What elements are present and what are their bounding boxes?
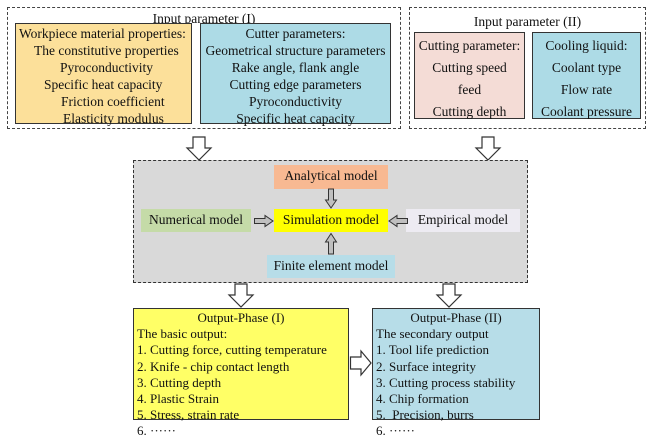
output-phase-2-box: Output-Phase (II) The secondary output 1… [372, 308, 540, 438]
cutter-item: Rake angle, flank angle [231, 60, 360, 75]
output-item: 2. Surface integrity [376, 358, 476, 374]
cutter-heading: Cutter parameters: [245, 26, 346, 41]
workpiece-item: The constitutive properties [34, 43, 179, 58]
cutter-item: Geometrical structure parameters [205, 43, 386, 58]
cooling-liquid-box: Cooling liquid: Coolant type Flow rate C… [532, 32, 641, 119]
cutter-item: Specific heat capacity [236, 111, 355, 126]
output-item: 1. Tool life prediction [376, 342, 489, 358]
empirical-model-box: Empirical model [406, 209, 520, 232]
output-item: 3. Cutting process stability [376, 374, 516, 390]
down-arrow-icon [435, 283, 463, 308]
finite-element-to-simulation-arrow-icon [324, 232, 338, 255]
output-item: 3. Cutting depth [137, 374, 222, 390]
input-parameter-1-title: Input parameter (I) [152, 11, 256, 26]
right-arrow-icon [349, 349, 372, 377]
analytical-to-simulation-arrow-icon [324, 188, 338, 209]
workpiece-item: Specific heat capacity [44, 77, 163, 92]
cooling-heading: Cooling liquid: [545, 38, 628, 53]
output-phase-2-subtitle: The secondary output [376, 326, 489, 342]
cutting-item: feed [457, 82, 482, 97]
workpiece-item: Friction coefficient [61, 94, 165, 109]
cooling-item: Coolant type [551, 60, 622, 75]
input-parameter-1-group: Input parameter (I) [7, 7, 401, 129]
output-phase-1-subtitle: The basic output: [137, 326, 228, 342]
cutter-item: Cutting edge parameters [229, 77, 362, 92]
down-arrow-icon [227, 283, 255, 308]
finite-element-model-box: Finite element model [267, 255, 395, 278]
output-item: 4. Chip formation [376, 391, 469, 407]
output-item: 6. ······ [137, 423, 176, 439]
output-phase-2-title: Output-Phase (II) [410, 310, 502, 325]
output-item: 5. Stress, strain rate [137, 407, 240, 423]
cooling-item: Flow rate [560, 82, 613, 97]
output-phase-1-title: Output-Phase (I) [197, 310, 285, 325]
empirical-to-simulation-arrow-icon [388, 214, 408, 228]
numerical-model-box: Numerical model [141, 209, 251, 232]
cutting-parameter-box: Cutting parameter: Cutting speed feed Cu… [414, 32, 525, 119]
down-arrow-icon [474, 136, 502, 161]
analytical-model-box: Analytical model [274, 165, 388, 189]
down-arrow-icon [185, 136, 213, 161]
output-item: 1. Cutting force, cutting temperature [137, 342, 327, 358]
cutting-item: Cutting speed [432, 60, 507, 75]
workpiece-heading: Workpiece material properties: [19, 26, 186, 41]
workpiece-properties-box: Workpiece material properties: The const… [15, 23, 192, 126]
workpiece-item: Pyroconductivity [60, 60, 153, 75]
workpiece-item: Elasticity modulus [63, 111, 164, 126]
cutter-item: Pyroconductivity [249, 94, 342, 109]
output-item: 5. Precision, burrs [376, 407, 474, 423]
cutter-parameters-box: Cutter parameters: Geometrical structure… [200, 23, 391, 126]
cooling-item: Coolant pressure [540, 104, 633, 119]
simulation-model-box: Simulation model [274, 209, 388, 232]
cutting-item: Cutting depth [432, 104, 507, 119]
output-item: 4. Plastic Strain [137, 391, 219, 407]
output-item: 6. ······ [376, 423, 415, 439]
output-phase-1-box: Output-Phase (I) The basic output: 1. Cu… [133, 308, 349, 438]
input-parameter-2-group: Input parameter (II) [409, 7, 646, 129]
numerical-to-simulation-arrow-icon [254, 214, 274, 228]
output-item: 2. Knife - chip contact length [137, 358, 290, 374]
cutting-heading: Cutting parameter: [418, 38, 521, 53]
input-parameter-2-title: Input parameter (II) [473, 14, 582, 29]
